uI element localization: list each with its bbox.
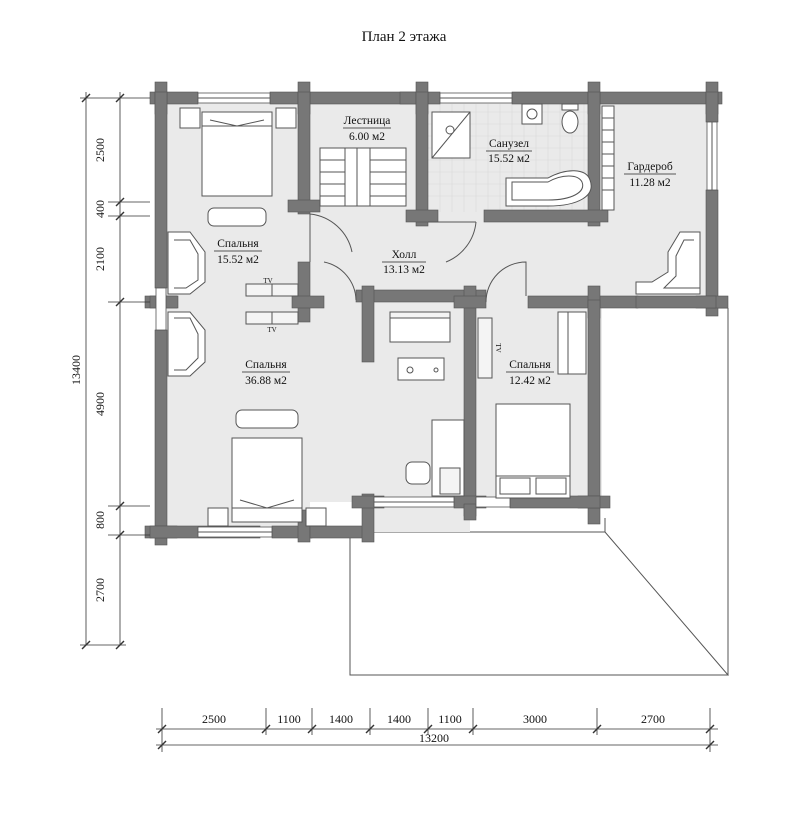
vertical-dimensions: 2500 400 2100 4900 800 2700 13400: [69, 92, 150, 650]
dim-label: 4900: [93, 392, 107, 416]
room-labels: Лестница 6.00 м2 Санузел 15.52 м2 Гардер…: [214, 115, 676, 387]
room-name: Холл: [392, 249, 417, 261]
wardrobe-shelves: [601, 105, 701, 295]
room-area: 11.28 м2: [629, 177, 671, 189]
dim-label: 2700: [93, 578, 107, 602]
room-name: Спальня: [509, 359, 551, 371]
room-area: 15.52 м2: [217, 254, 259, 266]
dim-label: 1100: [438, 712, 462, 726]
svg-text:TV: TV: [263, 277, 272, 285]
dim-label: 1400: [387, 712, 411, 726]
room-name: Спальня: [217, 238, 259, 250]
room-area: 12.42 м2: [509, 375, 551, 387]
horizontal-dimensions: 2500 1100 1400 1400 1100 3000 2700 13200: [156, 708, 718, 752]
room-name: Санузел: [489, 138, 529, 150]
walls: [144, 81, 729, 546]
room-name: Спальня: [245, 359, 287, 371]
room-area: 6.00 м2: [349, 131, 385, 143]
dim-label: 400: [93, 200, 107, 218]
room-area: 13.13 м2: [383, 264, 425, 276]
bedroom3-furniture: TV: [477, 311, 587, 499]
plan-title: План 2 этажа: [362, 29, 447, 45]
dim-label: 3000: [523, 712, 547, 726]
hall-furniture: [389, 311, 465, 497]
tv-label: TV: [494, 343, 502, 352]
dim-label: 2700: [641, 712, 665, 726]
dim-label: 800: [93, 511, 107, 529]
terrace-outline: [349, 531, 730, 676]
bedroom2-furniture: TV: [167, 311, 327, 527]
dim-label: 2100: [93, 247, 107, 271]
room-area: 15.52 м2: [488, 153, 530, 165]
doors: [309, 213, 527, 303]
dim-label: 2500: [202, 712, 226, 726]
dim-label: 1400: [329, 712, 353, 726]
windows: [155, 92, 718, 538]
staircase: [319, 147, 407, 207]
svg-text:TV: TV: [267, 326, 276, 334]
dim-label: 2500: [93, 138, 107, 162]
bedroom1-furniture: TV: [167, 107, 299, 297]
room-name: Гардероб: [627, 161, 673, 173]
bathroom-fixtures: [431, 103, 592, 207]
dim-total: 13200: [419, 731, 449, 745]
room-area: 36.88 м2: [245, 375, 287, 387]
dim-total: 13400: [69, 355, 83, 385]
room-name: Лестница: [344, 115, 391, 127]
dim-label: 1100: [277, 712, 301, 726]
